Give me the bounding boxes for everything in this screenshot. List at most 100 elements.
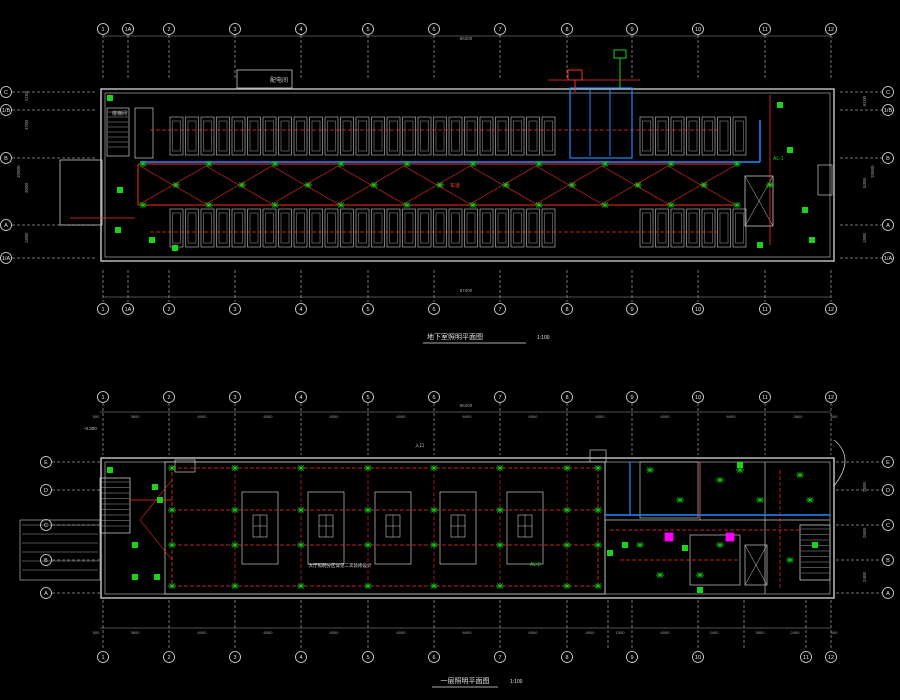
parking-stall <box>464 208 478 248</box>
ground-axis-bottom-1-bubble <box>163 651 175 663</box>
ground-fixture-arm-d2 <box>231 583 239 589</box>
ground-atrium-frame <box>439 491 477 565</box>
ground-top-dimension: 500 <box>831 414 838 419</box>
ground-emergency-light <box>157 497 163 503</box>
parking-stall <box>293 116 308 156</box>
basement-emergency-light <box>172 245 178 251</box>
ground-axis-left-1-label: D <box>44 488 48 494</box>
basement-right-total: 10900 <box>870 165 875 178</box>
ground-top-dimension: 6000 <box>463 414 473 419</box>
ground-axis-bottom-10-bubble <box>800 651 812 663</box>
ground-core-fixture <box>676 497 684 503</box>
ground-fixture <box>231 542 239 548</box>
parked-car-outline <box>497 212 507 244</box>
basement-axis-right-2-bubble <box>882 152 894 164</box>
ground-axis-top-5-label: 6 <box>432 395 435 401</box>
ground-core-fixture-arm-d2 <box>796 472 804 478</box>
parking-stall <box>732 116 747 156</box>
ground-axis-bottom-9-bubble <box>692 651 704 663</box>
parked-car-outline <box>513 212 522 244</box>
ground-side-room <box>639 461 699 519</box>
ground-axis-top-4-label: 5 <box>366 395 369 401</box>
basement-elevator-cross <box>744 175 774 227</box>
ground-stair-left <box>99 477 131 534</box>
basement-axis-bottom-11-label: 11 <box>762 307 768 313</box>
ground-top-dimension: 6000 <box>661 414 671 419</box>
basement-axis-top-8-label: 8 <box>565 27 568 33</box>
ground-top-dimension: 6000 <box>596 414 606 419</box>
parking-stall <box>464 116 478 156</box>
basement-emergency-light <box>115 227 121 233</box>
basement-axis-bottom-10-bubble <box>692 303 704 315</box>
basement-axis-right-3-label: A <box>886 223 890 229</box>
parked-car-outline <box>642 120 651 152</box>
parked-car-outline <box>704 212 713 244</box>
basement-fixture-arm-d2 <box>337 161 345 167</box>
parking-stall <box>670 116 685 156</box>
ground-axis-bottom-5-label: 6 <box>432 655 435 661</box>
ground-core-fixture <box>716 477 724 483</box>
parked-car-outline <box>482 212 491 244</box>
ground-axis-top-1-bubble <box>163 391 175 403</box>
basement-axis-top-4-label: 4 <box>299 27 302 33</box>
ground-emergency-light <box>152 484 158 490</box>
basement-fixture <box>205 202 213 208</box>
parking-stall <box>262 208 277 248</box>
ground-top-dimension: 3600 <box>131 414 141 419</box>
parked-car-outline <box>172 212 181 244</box>
ground-fixture <box>168 542 176 548</box>
parking-stall <box>247 116 261 156</box>
parking-stall <box>371 116 385 156</box>
basement-fixture <box>700 182 708 188</box>
ground-axis-bottom-9-label: 10 <box>695 655 701 661</box>
ground-elevation-tag: -0.300 <box>84 426 97 431</box>
parked-car-outline <box>688 212 698 244</box>
basement-fixture-arm-d2 <box>700 182 708 188</box>
ground-axis-bottom-6-label: 7 <box>498 655 501 661</box>
basement-axis-right-1-label: 1/B <box>884 108 893 114</box>
basement-fixture <box>766 182 774 188</box>
parking-stall <box>278 208 292 248</box>
basement-axis-right-0-label: C <box>886 90 890 96</box>
ground-axis-top-7-label: 8 <box>565 395 568 401</box>
ground-axis-bottom-4-bubble <box>362 651 374 663</box>
ground-axis-bottom-10-label: 11 <box>803 655 809 661</box>
parked-car-outline <box>451 212 460 244</box>
parking-stall <box>402 208 416 248</box>
ground-fixture-arm-d2 <box>496 542 504 548</box>
basement-inner-wall <box>104 92 831 258</box>
ground-entrance-canopy <box>833 439 846 487</box>
ground-axis-top-6-label: 7 <box>498 395 501 401</box>
basement-fixture-arm-d2 <box>601 161 609 167</box>
basement-plan-scale: 1:100 <box>537 335 550 341</box>
ground-axis-top-1-label: 2 <box>167 395 170 401</box>
basement-fixture <box>502 182 510 188</box>
ground-right-dim-2: 2600 <box>862 527 867 538</box>
parking-stall <box>701 116 716 156</box>
ground-fixture <box>430 507 438 513</box>
ground-axis-left-4-label: A <box>44 591 48 597</box>
parking-stall <box>309 208 323 248</box>
ground-fixture <box>594 542 602 548</box>
basement-axis-left-0-bubble <box>0 86 12 98</box>
parked-car-outline <box>642 212 651 244</box>
ground-top-dimension: 6000 <box>397 414 407 419</box>
ground-fixture <box>364 542 372 548</box>
basement-fixture-arm-d2 <box>205 202 213 208</box>
parked-car-outline <box>389 212 398 244</box>
ground-core-fixture-arm-d2 <box>656 572 664 578</box>
basement-walls <box>59 69 835 262</box>
basement-fixture <box>535 202 543 208</box>
parked-car-outline <box>435 120 445 152</box>
parked-car-outline <box>451 120 460 152</box>
ground-top-dimension: 6000 <box>529 414 539 419</box>
basement-axis-left-2-bubble <box>0 152 12 164</box>
basement-left-total: 10900 <box>16 165 21 178</box>
basement-left-dim-3: 3600 <box>24 182 29 193</box>
basement-fixture-arm-d2 <box>469 202 477 208</box>
parking-stall <box>433 208 447 248</box>
basement-axis-top-8-bubble <box>561 23 573 35</box>
ground-core-fixture <box>646 467 654 473</box>
basement-fixture-arm-d2 <box>337 202 345 208</box>
ground-top-dimension: 6000 <box>330 414 340 419</box>
